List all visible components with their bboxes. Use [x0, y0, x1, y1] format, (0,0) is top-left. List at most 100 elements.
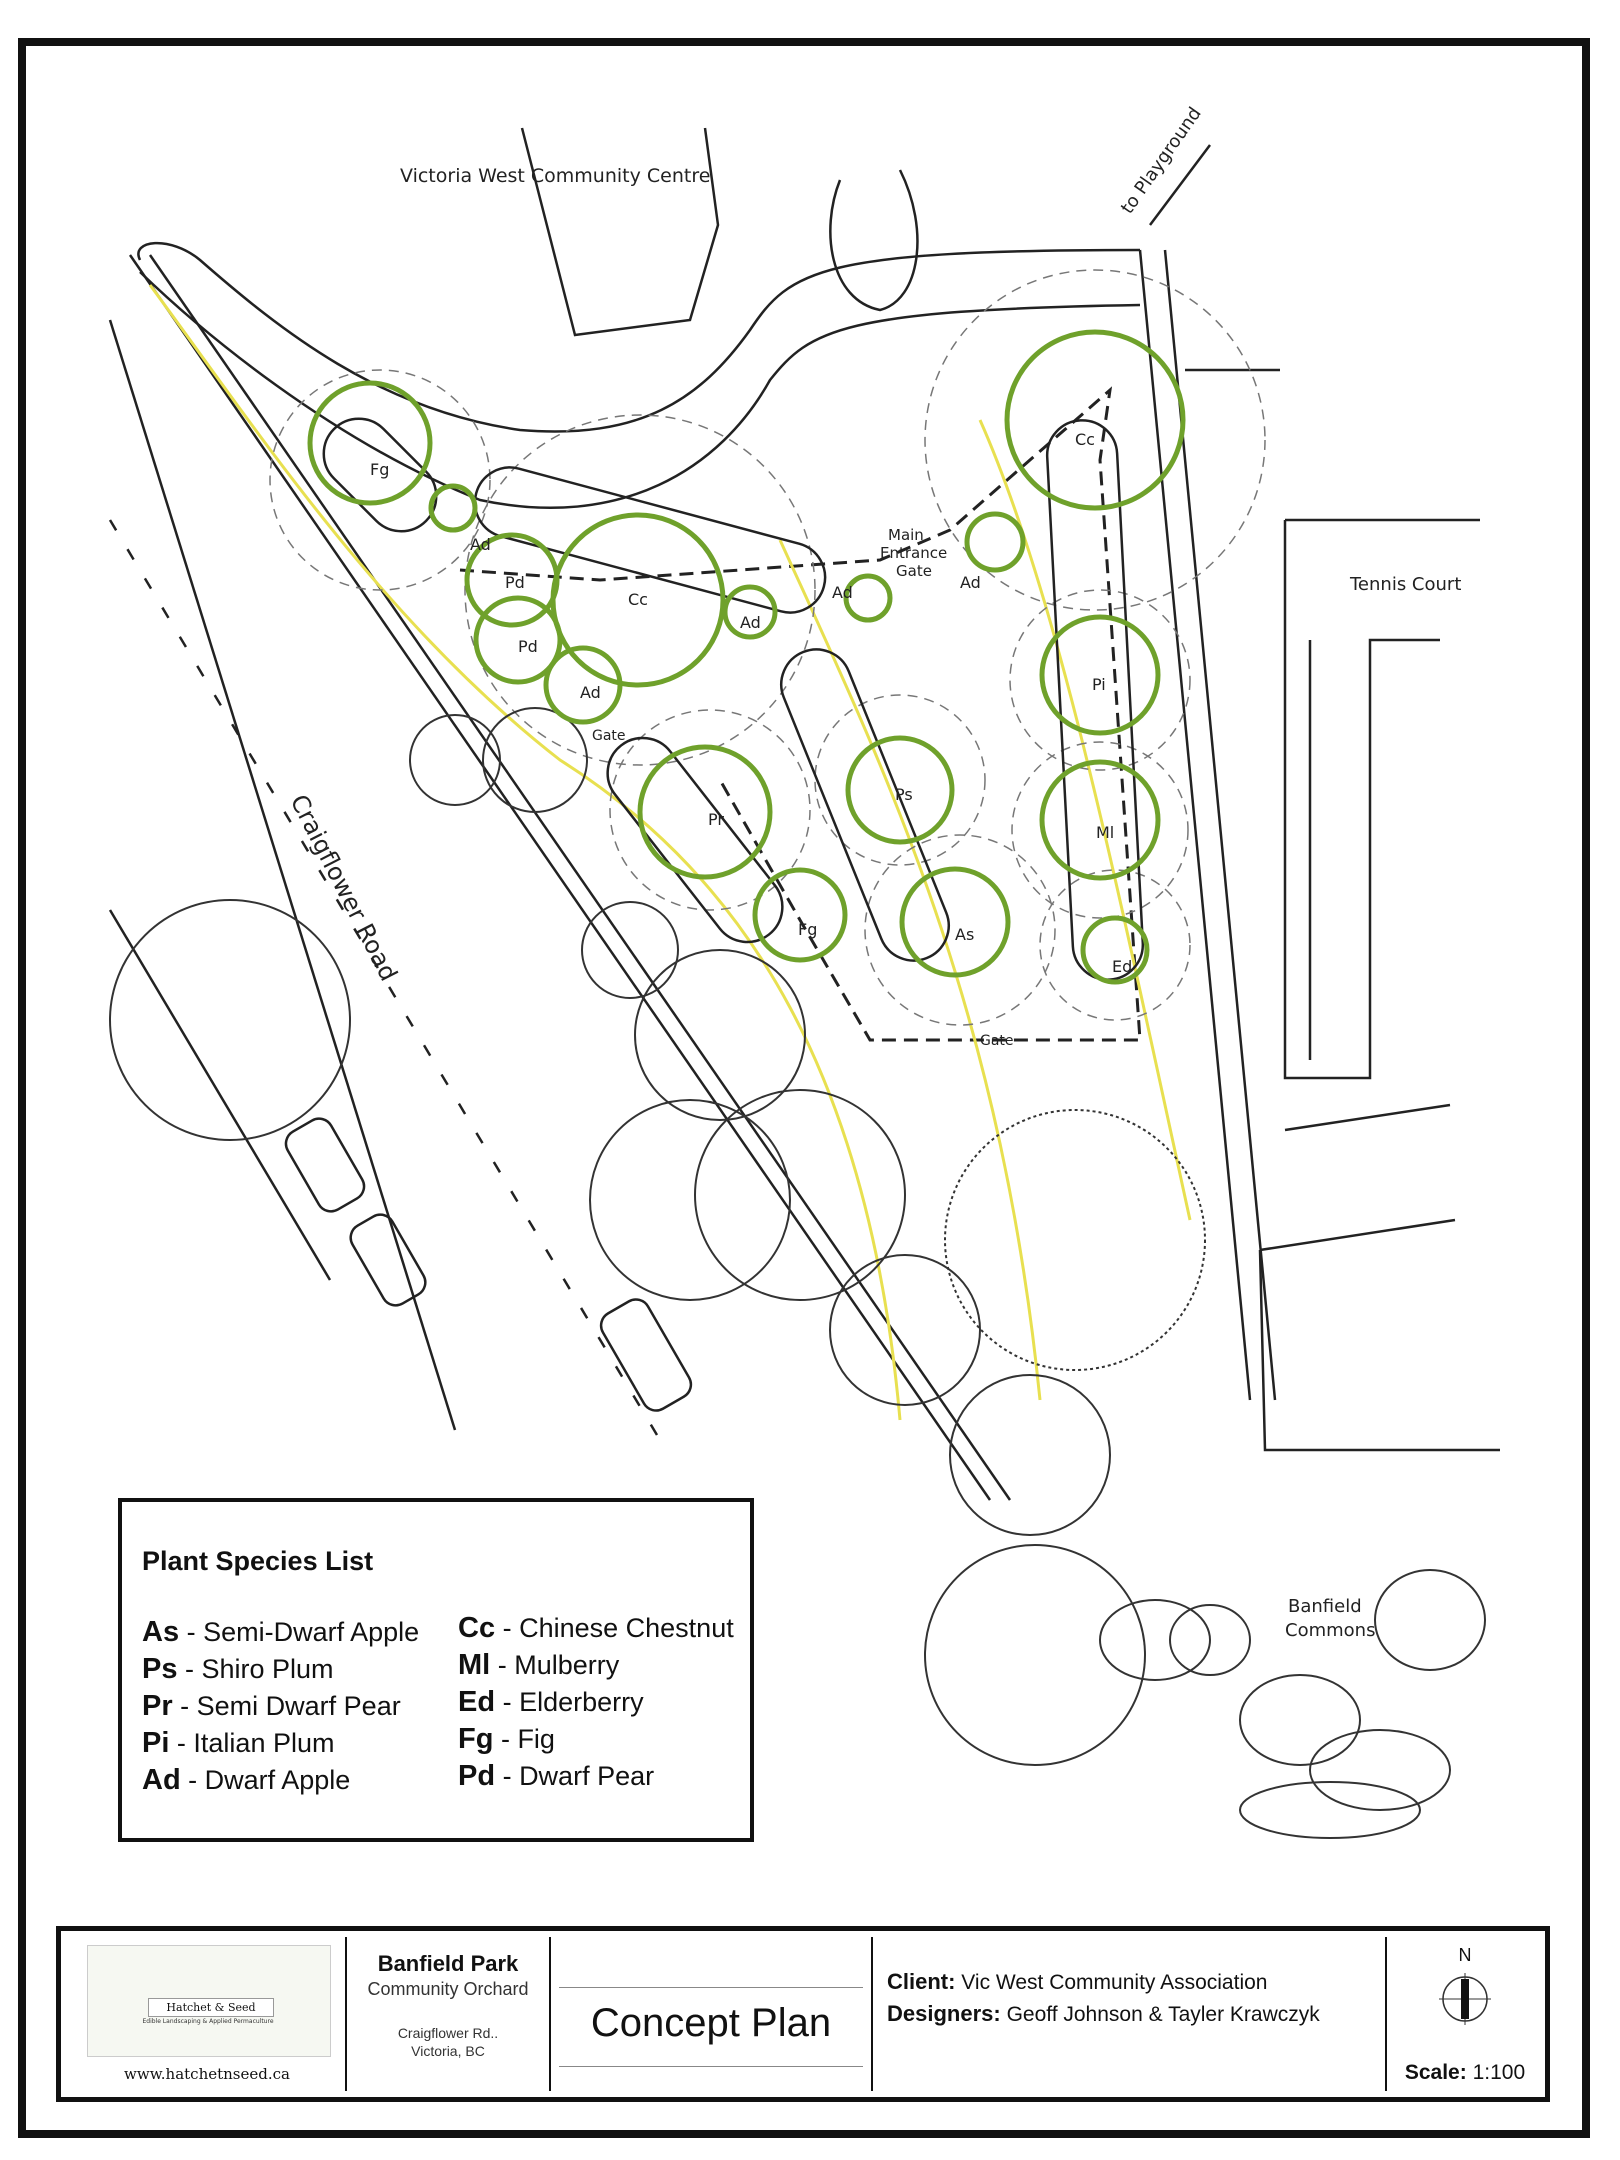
right-path-edge — [1138, 249, 1252, 1401]
orchard-fence — [459, 386, 1142, 1042]
road-centre-line — [108, 519, 662, 1441]
canopy-projection — [269, 369, 491, 591]
tree-tag: As — [955, 925, 974, 944]
car — [284, 1117, 366, 1213]
tree-tag: Ps — [895, 785, 913, 804]
project-address-2: Victoria, BC — [411, 2043, 485, 2059]
road-curb-2 — [148, 254, 1012, 1501]
tree-tag: Ad — [470, 535, 491, 554]
tree-tag: Pi — [1092, 675, 1106, 694]
main-gate-label-1: Main — [888, 526, 924, 544]
path-branch — [1259, 1218, 1456, 1252]
tree-tag: Ed — [1112, 957, 1132, 976]
legend-row: Fg - Fig — [458, 1723, 555, 1755]
new-orchard-trees — [307, 329, 1186, 985]
project-cell: Banfield Park Community Orchard Craigflo… — [347, 1937, 551, 2091]
commons-boundary — [1258, 1249, 1500, 1452]
canopy-projection — [464, 414, 816, 766]
legend-row: Pd - Dwarf Pear — [458, 1760, 655, 1792]
tree-tag: Ad — [580, 683, 601, 702]
legend-row: Pi - Italian Plum — [142, 1727, 335, 1759]
planting-bed — [780, 648, 950, 962]
north-scale-cell: N Scale: 1:100 — [1387, 1937, 1543, 2091]
designers-line: Designers: Geoff Johnson & Tayler Krawcz… — [887, 2001, 1320, 2026]
canopy-projection — [924, 269, 1266, 611]
tree-tag: Fg — [798, 920, 817, 939]
north-arrow-icon — [1439, 1973, 1491, 2025]
path-branch — [1284, 1103, 1451, 1132]
road-curb-1 — [128, 254, 992, 1501]
tree-tag: Ad — [960, 573, 981, 592]
road-far-edge — [108, 909, 332, 1281]
bottom-gate-label: Gate — [980, 1033, 1014, 1049]
tree-tag: Cc — [628, 590, 648, 609]
tree-tag: Ad — [832, 583, 853, 602]
plan-title-cell: Concept Plan — [551, 1937, 873, 2091]
playground-arrow — [1149, 144, 1211, 226]
client-cell: Client: Vic West Community Association D… — [873, 1937, 1387, 2091]
car — [349, 1213, 427, 1307]
road-edge — [108, 319, 457, 1431]
irrigation-line — [978, 419, 1192, 1221]
legend-column-1: As - Semi-Dwarf Apple Ps - Shiro Plum Pr… — [142, 1614, 419, 1799]
irrigation-line — [778, 539, 1042, 1401]
client-line: Client: Vic West Community Association — [887, 1969, 1268, 1994]
commons-label-1: Banfield — [1288, 1596, 1362, 1617]
legend-title: Plant Species List — [142, 1546, 374, 1576]
playground-label: to Playground — [1117, 103, 1206, 217]
road-label: Craigflower Road — [285, 790, 403, 986]
logo-tagline: Edible Landscaping & Applied Permacultur… — [142, 2018, 274, 2025]
legend-row: Ed - Elderberry — [458, 1686, 644, 1718]
car — [599, 1298, 693, 1412]
irrigation-line — [148, 284, 902, 1421]
website-link[interactable]: www.hatchetnseed.ca — [124, 2065, 290, 2083]
project-address-1: Craigflower Rd.. — [397, 2025, 499, 2041]
company-logo: Hatchet & Seed Edible Landscaping & Appl… — [87, 1945, 331, 2057]
existing-shrub — [829, 169, 919, 312]
right-path-edge — [1163, 249, 1277, 1401]
canopy-projection — [609, 709, 811, 911]
tree-tag: Pd — [518, 637, 538, 656]
project-subtitle: Community Orchard — [367, 1979, 529, 1999]
tennis-court-label: Tennis Court — [1349, 574, 1461, 595]
title-block: Hatchet & Seed Edible Landscaping & Appl… — [56, 1926, 1550, 2102]
tennis-court-outline — [1283, 520, 1440, 1080]
legend-row: Ps - Shiro Plum — [142, 1653, 334, 1685]
legend-column-2: Cc - Chinese Chestnut Ml - Mulberry Ed -… — [458, 1610, 734, 1795]
path-edge-inner — [139, 271, 1141, 509]
community-centre-label: Victoria West Community Centre — [400, 165, 710, 187]
project-name: Banfield Park — [377, 1951, 519, 1976]
logo-wordmark: Hatchet & Seed — [148, 1998, 274, 2017]
tree-tags: Fg Ad Pd Pd Cc Ad Ad Ad Ad Cc Pi Pr Ps M… — [370, 430, 1132, 976]
canopy-projection — [1011, 741, 1189, 919]
tree-tag: Ad — [740, 613, 761, 632]
tree-tag: Cc — [1075, 430, 1095, 449]
main-gate-label-3: Gate — [896, 562, 932, 580]
north-letter: N — [1458, 1945, 1472, 1965]
legend-row: Pr - Semi Dwarf Pear — [142, 1690, 401, 1722]
plant-species-legend: Plant Species List As - Semi-Dwarf Apple… — [118, 1498, 754, 1842]
existing-trees — [109, 707, 1206, 1766]
legend-row: Ml - Mulberry — [458, 1649, 620, 1681]
logo-cell: Hatchet & Seed Edible Landscaping & Appl… — [67, 1937, 347, 2091]
canopy-projection — [864, 834, 1056, 1026]
main-gate-label-2: Entrance — [880, 544, 947, 562]
community-centre-outline — [520, 127, 720, 337]
path-edge-outer — [137, 241, 1141, 433]
legend-row: As - Semi-Dwarf Apple — [142, 1616, 420, 1648]
canopy-projection — [814, 694, 986, 866]
commons-shrubs — [1099, 1569, 1486, 1839]
tree-tag: Pr — [708, 810, 724, 829]
legend-row: Ad - Dwarf Apple — [142, 1764, 351, 1796]
commons-label-2: Commons — [1285, 1620, 1375, 1641]
plan-title: Concept Plan — [590, 2001, 832, 2045]
tree-tag: Ml — [1096, 823, 1114, 842]
title-rule — [559, 1987, 863, 2067]
scale-line: Scale: 1:100 — [1404, 2061, 1526, 2084]
tree-tag: Pd — [505, 573, 525, 592]
legend-row: Cc - Chinese Chestnut — [458, 1612, 734, 1644]
planting-bed — [606, 736, 784, 944]
tree-tag: Fg — [370, 460, 389, 479]
side-gate-label: Gate — [592, 728, 626, 744]
